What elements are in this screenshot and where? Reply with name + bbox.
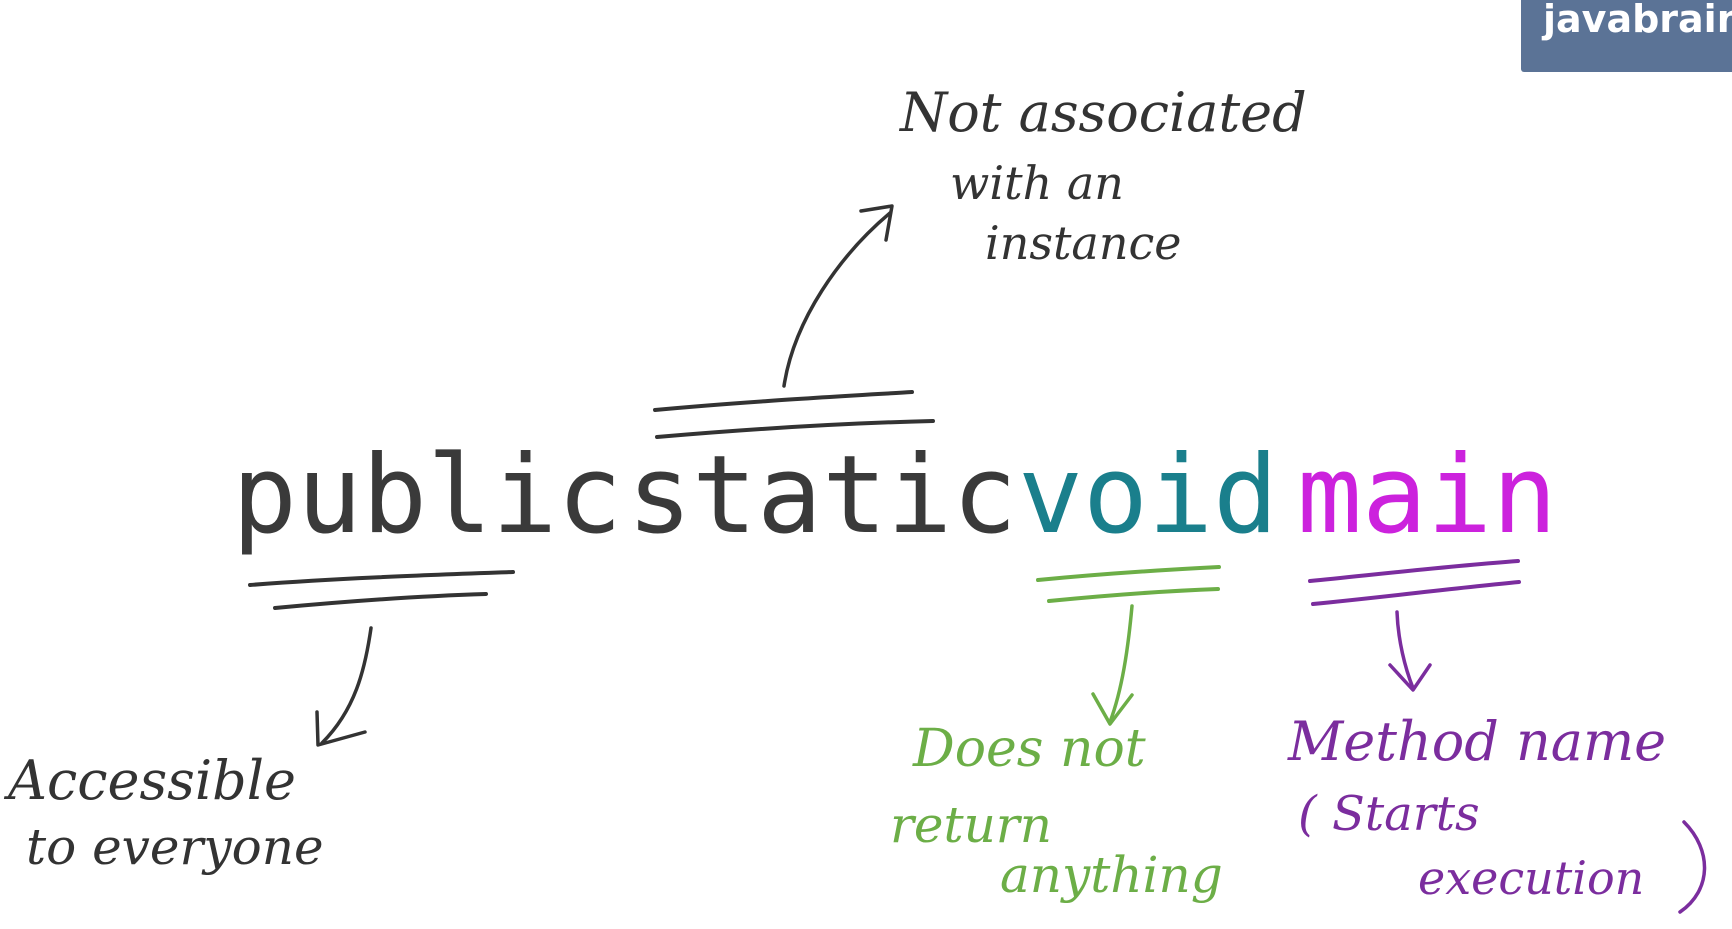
void-note-line3: anything — [1000, 846, 1223, 904]
void-note-line2: return — [890, 796, 1052, 854]
main-note-line1: Method name — [1288, 710, 1667, 773]
code-static: static — [627, 433, 1018, 558]
main-underline — [1308, 559, 1521, 606]
static-arrow — [782, 204, 894, 388]
public-note-line2: to everyone — [26, 818, 324, 876]
static-note-line2: with an — [950, 156, 1124, 210]
main-note-line3: execution — [1418, 851, 1645, 905]
void-underline — [1036, 565, 1221, 603]
main-note-close-paren — [1678, 820, 1707, 914]
void-arrow — [1091, 604, 1134, 726]
main-note-line2: ( Starts — [1298, 786, 1480, 842]
public-arrow — [315, 626, 373, 747]
public-underline — [248, 570, 515, 610]
code-public: public — [232, 433, 623, 558]
static-note-line1: Not associated — [900, 81, 1307, 144]
code-main: main — [1297, 433, 1558, 558]
void-note-line1: Does not — [913, 719, 1146, 779]
public-note-line1: Accessible — [8, 749, 296, 812]
main-arrow — [1388, 610, 1432, 692]
static-underline — [653, 390, 935, 439]
javabrains-watermark: javabrains — [1521, 0, 1732, 72]
watermark-text: javabrains — [1543, 0, 1732, 41]
code-void: void — [1018, 433, 1279, 558]
static-note-line3: instance — [985, 216, 1182, 270]
